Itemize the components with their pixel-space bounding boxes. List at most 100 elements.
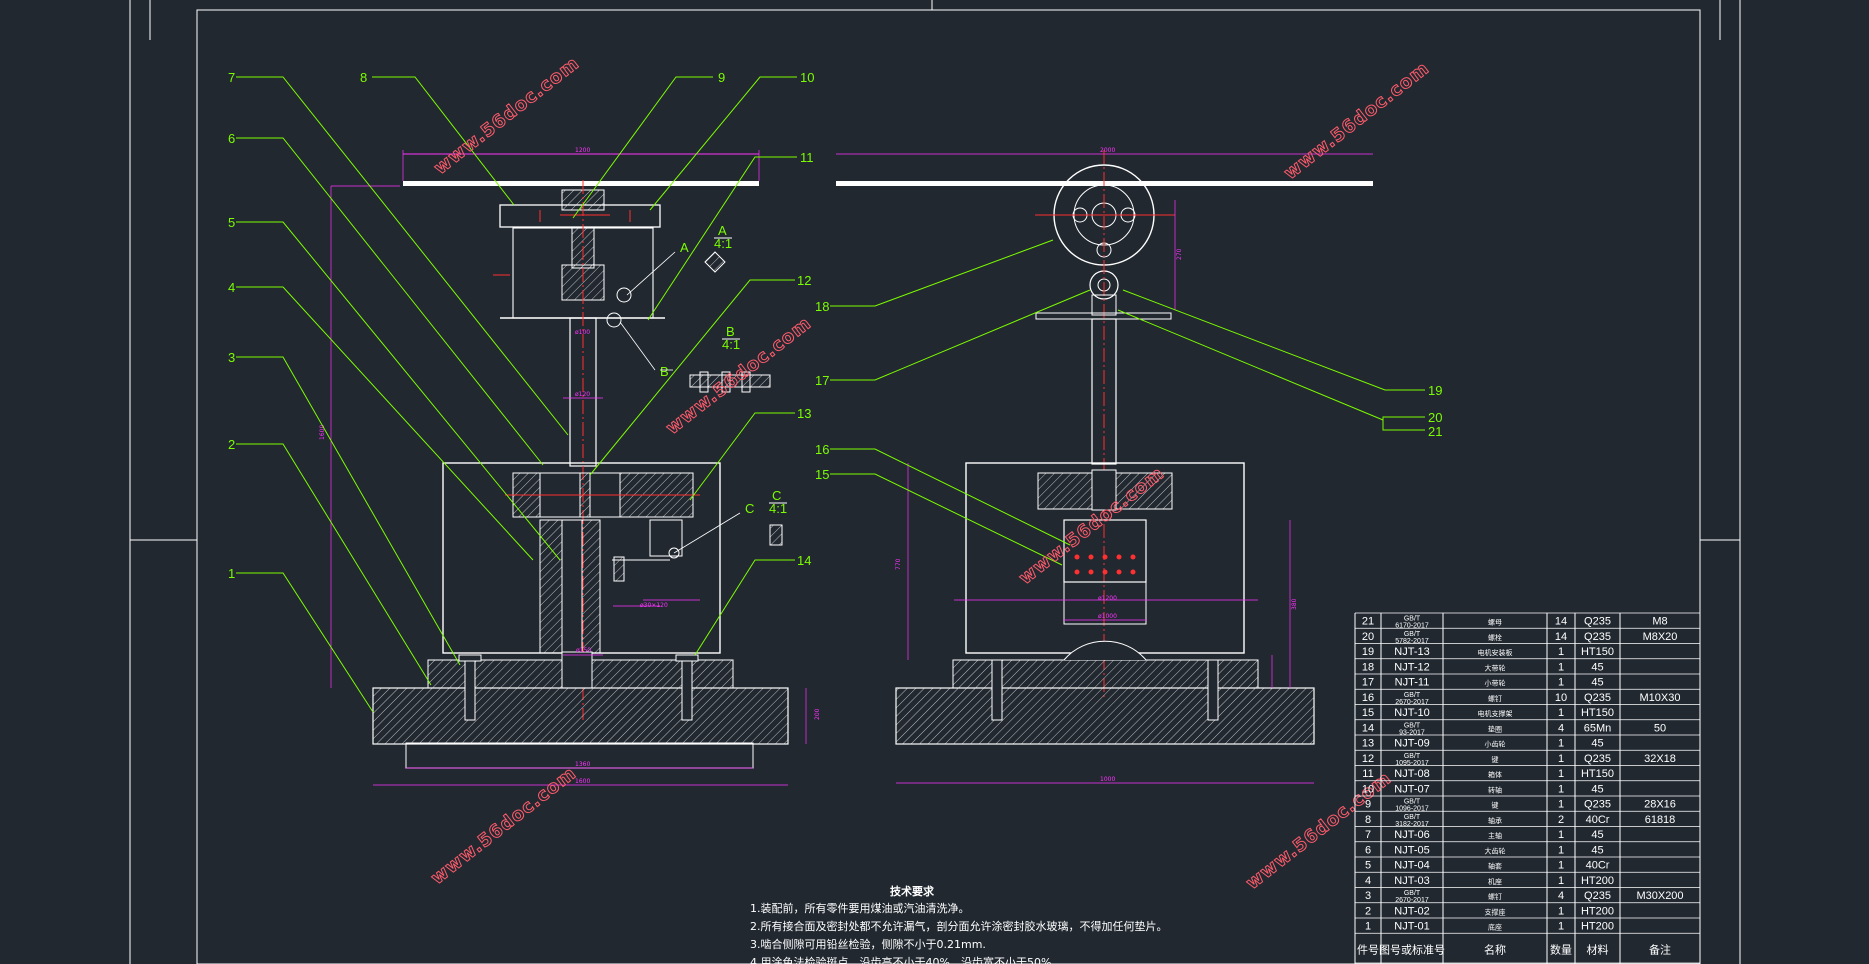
note-2: 2.所有接合面及密封处都不允许漏气，剖分面允许涂密封胶水玻璃，不得加任何垫片。 [750,919,1168,933]
notes-title: 技术要求 [890,884,935,898]
bom-cell-name: 轴承 [1488,816,1502,825]
bom-cell-std: NJT-12 [1394,661,1429,673]
bom-cell-qty: 1 [1558,905,1564,917]
bom-cell-name: 电机支撑架 [1478,709,1513,718]
bom-header: 名称 [1484,942,1506,956]
bom-cell-std: NJT-05 [1394,844,1429,856]
bom-cell-mat: HT200 [1581,875,1614,887]
balloon-8: 8 [360,70,367,85]
bom-cell-mat: Q235 [1584,616,1611,628]
bom-cell-rem: 28X16 [1644,799,1676,811]
detail-view-c: C [772,488,781,503]
bom-cell-qty: 1 [1558,677,1564,689]
bom-cell-std: NJT-13 [1394,646,1429,658]
bom-cell-name: 螺栓 [1488,633,1502,642]
bom-cell-std: GB/T [1404,616,1421,623]
bom-cell-rem: M8X20 [1643,631,1678,643]
bom-cell-mat: Q235 [1584,631,1611,643]
bom-cell-mat: 45 [1591,783,1603,795]
detail-scale-b: 4:1 [722,337,740,352]
bom-cell-rem: M30X200 [1636,890,1683,902]
leader-lines [236,76,1425,713]
bom-cell-name: 大带轮 [1485,663,1506,672]
bom-cell-name: 小带轮 [1485,679,1506,688]
bom-cell-std: NJT-07 [1394,783,1429,795]
balloon-21: 21 [1428,424,1442,439]
bom-cell-mat: 45 [1591,677,1603,689]
bom-cell-mat: 45 [1591,738,1603,750]
detail-view-b: B [726,324,735,339]
bom-cell-name: 键 [1492,755,1499,764]
bom-cell-qty: 1 [1558,738,1564,750]
bom-cell-no: 20 [1362,631,1374,643]
bom-cell-no: 14 [1362,722,1374,734]
balloon-20: 20 [1428,410,1442,425]
bom-cell-mat: HT200 [1581,921,1614,933]
watermark-3: www.56doc.com [662,313,815,439]
bom-cell-no: 5 [1365,860,1371,872]
bom-cell-mat: Q235 [1584,890,1611,902]
bom-cell-qty: 1 [1558,829,1564,841]
detail-scale-a: 4:1 [714,236,732,251]
technical-notes: 技术要求 1.装配前，所有零件要用煤油或汽油清洗净。 2.所有接合面及密封处都不… [750,884,1168,964]
balloon-6: 6 [228,131,235,146]
svg-text:ø100: ø100 [575,329,590,336]
bom-cell-std: NJT-10 [1394,707,1429,719]
bom-cell-std: NJT-04 [1394,860,1429,872]
balloon-5: 5 [228,215,235,230]
bom-cell-name: 机座 [1488,877,1502,886]
detail-label-b: B [660,364,669,379]
bom-cell-std: NJT-02 [1394,905,1429,917]
bom-cell-no: 6 [1365,844,1371,856]
bom-cell-std: 2670-2017 [1395,699,1429,706]
bom-cell-qty: 1 [1558,768,1564,780]
bom-cell-std: NJT-08 [1394,768,1429,780]
bom-cell-mat: Q235 [1584,799,1611,811]
bom-cell-no: 18 [1362,661,1374,673]
bom-cell-qty: 1 [1558,921,1564,933]
bom-cell-no: 2 [1365,905,1371,917]
bom-cell-name: 螺钉 [1488,892,1502,901]
bom-cell-std: NJT-09 [1394,738,1429,750]
svg-text:1360: 1360 [575,761,590,768]
bom-header: 图号或标准号 [1379,942,1445,956]
balloon-12: 12 [797,273,811,288]
bom-cell-no: 9 [1365,799,1371,811]
bom-cell-std: GB/T [1404,814,1421,821]
bom-cell-name: 转轴 [1488,785,1502,794]
svg-text:770: 770 [895,558,902,570]
bom-cell-name: 电机安装板 [1478,648,1513,657]
bom-cell-name: 大齿轮 [1485,846,1506,855]
bom-cell-no: 8 [1365,814,1371,826]
bom-cell-qty: 1 [1558,661,1564,673]
bom-cell-mat: HT200 [1581,905,1614,917]
bom-cell-std: 2670-2017 [1395,897,1429,904]
bom-cell-name: 螺母 [1488,618,1502,627]
balloon-14: 14 [797,553,811,568]
note-1: 1.装配前，所有零件要用煤油或汽油清洗净。 [750,901,970,915]
bom-cell-name: 小齿轮 [1485,740,1506,749]
bom-cell-std: GB/T [1404,631,1421,638]
detail-label-c: C [745,501,754,516]
bom-cell-qty: 1 [1558,753,1564,765]
balloon-13: 13 [797,406,811,421]
bom-cell-no: 19 [1362,646,1374,658]
bom-cell-no: 11 [1362,768,1373,780]
bom-cell-name: 主轴 [1488,831,1502,840]
bom-cell-std: GB/T [1404,799,1421,806]
balloon-11: 11 [800,150,814,165]
balloon-7: 7 [228,70,235,85]
balloon-9: 9 [718,70,725,85]
bom-cell-mat: 40Cr [1586,814,1610,826]
bom-cell-std: 3182-2017 [1395,821,1429,828]
bom-cell-std: GB/T [1404,722,1421,729]
watermark-2: www.56doc.com [1280,58,1433,184]
bom-cell-rem: 50 [1654,722,1666,734]
svg-text:1600: 1600 [575,778,590,785]
svg-text:200: 200 [814,708,821,720]
svg-text:ø120: ø120 [575,391,590,398]
bom-cell-mat: 40Cr [1586,860,1610,872]
svg-text:ø150: ø150 [576,647,591,654]
bom-cell-qty: 14 [1555,616,1567,628]
